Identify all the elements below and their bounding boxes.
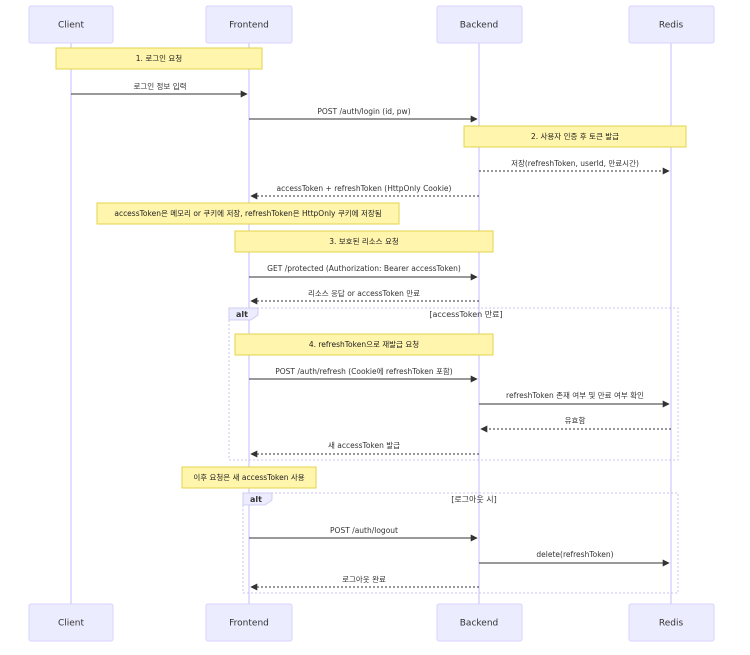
actor-client-bottom: Client: [28, 603, 114, 642]
actor-backend-top: Backend: [436, 5, 523, 44]
message-store-refresh-token: 저장(refreshToken, userId, 만료시간): [479, 158, 670, 175]
message-label: POST /auth/logout: [330, 526, 398, 535]
message-post-logout: POST /auth/logout: [249, 526, 478, 542]
message-post-refresh: POST /auth/refresh (Cookie에 refreshToken…: [249, 367, 478, 383]
actor-client-top: Client: [28, 5, 114, 44]
note-text: 4. refreshToken으로 재발급 요청: [309, 340, 419, 349]
note-text: 3. 보호된 리소스 요청: [329, 236, 399, 246]
message-login-input: 로그인 정보 입력: [71, 81, 248, 98]
note-protected-request: 3. 보호된 리소스 요청: [234, 230, 494, 253]
message-new-access-token: 새 accessToken 발급: [250, 441, 479, 458]
actor-label: Redis: [659, 619, 684, 629]
message-label: refreshToken 존재 여부 및 만료 여부 확인: [506, 390, 644, 400]
actor-label: Frontend: [229, 619, 269, 629]
frame-condition: [로그아웃 시]: [451, 494, 497, 504]
actor-label: Client: [58, 619, 85, 629]
actor-redis-top: Redis: [628, 5, 715, 44]
frame-condition: [accessToken 만료]: [429, 310, 502, 319]
note-refresh-request: 4. refreshToken으로 재발급 요청: [234, 333, 494, 356]
note-text: accessToken은 메모리 or 쿠키에 저장, refreshToken…: [114, 208, 381, 218]
message-check-refresh-token: refreshToken 존재 여부 및 만료 여부 확인: [479, 390, 670, 408]
note-text: 이후 요청은 새 accessToken 사용: [193, 472, 304, 482]
actor-backend-bottom: Backend: [436, 603, 523, 642]
message-label: 리소스 응답 or accessToken 만료: [308, 288, 420, 298]
message-delete-refresh-token: delete(refreshToken): [479, 550, 670, 567]
note-login-request: 1. 로그인 요청: [55, 47, 263, 70]
message-label: POST /auth/login (id, pw): [317, 107, 410, 116]
message-label: 새 accessToken 발급: [328, 441, 400, 450]
actor-label: Backend: [460, 21, 498, 31]
note-auth-token-issue: 2. 사용자 인증 후 토큰 발급: [463, 125, 687, 148]
alt-frame-access-token-expired: alt [accessToken 만료]: [228, 307, 679, 461]
note-use-new-token: 이후 요청은 새 accessToken 사용: [181, 466, 317, 489]
note-token-storage: accessToken은 메모리 or 쿠키에 저장, refreshToken…: [96, 202, 400, 225]
message-label: 유효함: [565, 416, 586, 425]
actor-label: Backend: [460, 619, 498, 629]
actor-frontend-bottom: Frontend: [205, 603, 293, 642]
actor-label: Client: [58, 21, 85, 31]
alt-frame-logout: alt [로그아웃 시]: [242, 492, 679, 594]
message-label: POST /auth/refresh (Cookie에 refreshToken…: [275, 367, 453, 376]
message-resource-response: 리소스 응답 or accessToken 만료: [250, 288, 479, 305]
message-post-login: POST /auth/login (id, pw): [249, 107, 478, 123]
actor-frontend-top: Frontend: [205, 5, 293, 44]
message-valid: 유효함: [480, 416, 671, 433]
message-label: 로그아웃 완료: [342, 574, 386, 584]
message-label: 로그인 정보 입력: [133, 81, 186, 91]
frame-label: alt: [250, 495, 262, 504]
message-logout-complete: 로그아웃 완료: [250, 574, 479, 591]
message-label: GET /protected (Authorization: Bearer ac…: [267, 264, 461, 273]
actor-label: Frontend: [229, 21, 269, 31]
message-tokens-response: accessToken + refreshToken (HttpOnly Coo…: [250, 184, 479, 200]
message-label: accessToken + refreshToken (HttpOnly Coo…: [277, 184, 452, 193]
note-text: 2. 사용자 인증 후 토큰 발급: [531, 131, 619, 141]
actor-label: Redis: [659, 21, 684, 31]
message-label: 저장(refreshToken, userId, 만료시간): [511, 158, 639, 168]
message-label: delete(refreshToken): [536, 550, 613, 559]
note-text: 1. 로그인 요청: [136, 53, 182, 63]
message-get-protected: GET /protected (Authorization: Bearer ac…: [249, 264, 478, 281]
frame-label: alt: [236, 310, 248, 319]
actor-redis-bottom: Redis: [628, 603, 715, 642]
